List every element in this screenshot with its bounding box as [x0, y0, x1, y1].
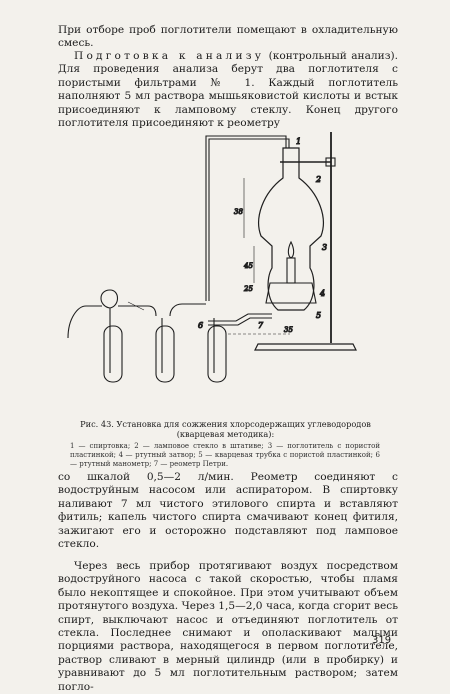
label-6: 6 [198, 321, 203, 330]
connecting-tubing [118, 303, 206, 317]
stand-base [254, 343, 357, 351]
figure-caption: Рис. 43. Установка для сожжения хлорсоде… [80, 419, 371, 439]
lamp-chimney [258, 147, 324, 311]
quartz-tube [208, 313, 272, 322]
apparatus-figure: 1 2 3 4 5 6 7 38 45 25 35 [67, 132, 357, 383]
figure-legend: 1 — спиртовка; 2 — ламповое стекло в шта… [70, 442, 380, 468]
dimension-label-a: 38 [234, 208, 243, 216]
dimension-label-c: 25 [243, 285, 253, 293]
label-2: 2 [315, 175, 321, 184]
lamp-wick [286, 257, 296, 284]
paragraph-preparation: Подготовка к анализу (контрольный анализ… [58, 50, 398, 130]
flame [287, 240, 295, 259]
absorber-1 [100, 289, 123, 383]
paragraph-preparation-body: (контрольный анализ). Для проведения ана… [58, 50, 399, 130]
outlet-tube [205, 135, 287, 301]
label-1: 1 [296, 137, 301, 146]
label-4: 4 [319, 289, 325, 298]
dimension-label-d: 35 [284, 326, 293, 334]
label-3: 3 [322, 243, 327, 252]
label-5: 5 [316, 311, 321, 320]
page-number: 319 [372, 635, 392, 646]
dimension-label-b: 45 [243, 262, 253, 270]
tubing-mark [127, 301, 145, 311]
section-heading-inline: Подготовка к анализу [74, 50, 265, 62]
spirit-lamp [265, 282, 317, 304]
inlet-tubing [67, 305, 102, 339]
outlet-tube-inner [208, 138, 290, 301]
paragraph-intro: При отборе проб поглотители помещают в о… [58, 24, 398, 50]
clamp-boss [325, 157, 336, 167]
book-page: При отборе проб поглотители помещают в о… [58, 24, 398, 693]
paragraph-procedure: Через весь прибор протягивают воздух пос… [58, 560, 398, 693]
absorber-2 [155, 318, 175, 383]
label-7: 7 [258, 321, 264, 330]
quartz-tube-wall [208, 317, 272, 326]
paragraph-rheometer: со шкалой 0,5—2 л/мин. Реометр соединяют… [58, 471, 398, 551]
absorber-3 [207, 318, 227, 383]
